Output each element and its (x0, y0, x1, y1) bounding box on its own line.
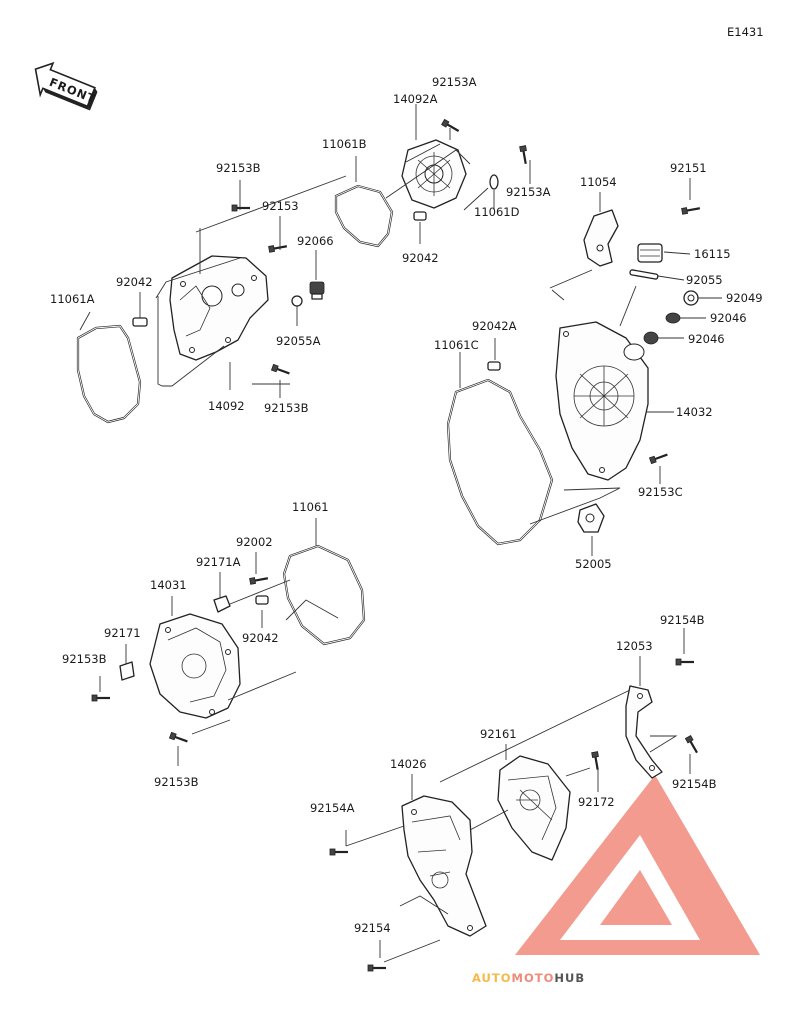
bolt-92153B-mid (270, 363, 292, 378)
label-92055A: 92055A (276, 334, 321, 348)
label-92055: 92055 (686, 273, 723, 287)
leader-lines-bottom-right (345, 628, 691, 963)
label-92002: 92002 (236, 535, 273, 549)
label-11061C: 11061C (434, 338, 479, 352)
label-92046-b: 92046 (688, 332, 725, 346)
bolt-92151 (680, 204, 702, 216)
leader-lines-top-right (459, 178, 722, 556)
bolt-92153A-right (518, 144, 530, 166)
label-11061B: 11061B (322, 137, 367, 151)
watermark-text-hub: HUB (554, 971, 585, 985)
label-92171: 92171 (104, 626, 141, 640)
label-92153B-bottom: 92153B (154, 775, 199, 789)
label-92154A: 92154A (310, 801, 355, 815)
oring-92055 (629, 269, 659, 280)
label-11061: 11061 (292, 500, 329, 514)
label-14092A: 14092A (393, 92, 438, 106)
label-14026: 14026 (390, 757, 427, 771)
label-92171A: 92171A (196, 555, 241, 569)
bracket-11054 (583, 209, 619, 267)
label-11061D: 11061D (474, 205, 520, 219)
bearing-92046-lower (643, 331, 659, 345)
label-92153A-right: 92153A (506, 185, 551, 199)
cover-92161 (497, 755, 571, 861)
gasket-11061C (446, 378, 554, 546)
plug-92066 (309, 281, 325, 300)
bolt-92154B-top (674, 657, 696, 667)
gasket-11061A (76, 324, 142, 424)
watermark-text-auto: AUTO (472, 971, 512, 985)
bolt-92154A (328, 847, 350, 857)
label-92042A: 92042A (472, 319, 517, 333)
label-52005: 52005 (575, 557, 612, 571)
watermark-text-moto: MOTO (512, 971, 555, 985)
oring-92055A (291, 295, 303, 307)
label-14031: 14031 (150, 578, 187, 592)
bolt-92153 (267, 242, 289, 254)
bolt-92153B-top (230, 203, 252, 213)
clamp-92171A (213, 595, 231, 613)
bolt-92002 (248, 574, 270, 586)
dowel-pin-92042-left (132, 317, 148, 327)
label-92046-a: 92046 (710, 311, 747, 325)
dowel-pin-92042A (487, 361, 501, 371)
bolt-92172 (590, 750, 602, 772)
dowel-pin-92042-mid (255, 595, 269, 605)
label-92153A-top: 92153A (432, 75, 477, 89)
gasket-11061B (334, 184, 394, 248)
plug-52005 (577, 503, 605, 533)
leader-lines-middle-left (99, 518, 339, 766)
label-92172: 92172 (578, 795, 615, 809)
label-92049: 92049 (726, 291, 763, 305)
label-92042-top: 92042 (402, 251, 439, 265)
bearing-92046-upper (665, 312, 681, 324)
label-92151: 92151 (670, 161, 707, 175)
label-92153C: 92153C (638, 485, 683, 499)
dowel-pin-92042-top (413, 211, 427, 221)
label-92153B-mid: 92153B (264, 401, 309, 415)
part-labels: 92153A 14092A 11061B 92153B 92153 92153A… (50, 75, 763, 935)
clamp-92171 (119, 661, 135, 681)
label-92154B-top: 92154B (660, 613, 705, 627)
label-16115: 16115 (694, 247, 731, 261)
label-92153B-low: 92153B (62, 652, 107, 666)
label-92153-left: 92153 (262, 199, 299, 213)
bolt-92154B-low (684, 734, 701, 756)
label-92154B-low: 92154B (672, 777, 717, 791)
label-92161: 92161 (480, 727, 517, 741)
label-92154: 92154 (354, 921, 391, 935)
bracket-12053 (625, 685, 663, 779)
cover-14092 (169, 255, 269, 361)
label-92042-left: 92042 (116, 275, 153, 289)
cover-14031 (149, 613, 241, 719)
watermark-triangle-inner (600, 870, 672, 925)
watermark-logo: AUTOMOTOHUB (472, 775, 760, 985)
cap-16115 (637, 243, 663, 263)
cover-14032 (555, 321, 649, 481)
label-14032: 14032 (676, 405, 713, 419)
gasket-11061 (282, 544, 366, 646)
bolt-92153B-low (90, 693, 112, 703)
leader-lines-top-left (79, 104, 531, 398)
guard-14026 (401, 795, 487, 937)
label-12053: 12053 (616, 639, 653, 653)
watermark-text: AUTOMOTOHUB (472, 971, 585, 985)
label-11054: 11054 (580, 175, 617, 189)
bolt-92153B-bottom (168, 731, 190, 746)
label-92066: 92066 (297, 234, 334, 248)
diagram-code: E1431 (727, 25, 764, 39)
label-14092: 14092 (208, 399, 245, 413)
bolt-92153C (648, 450, 670, 465)
label-11061A: 11061A (50, 292, 95, 306)
bolt-92154 (366, 963, 388, 973)
bolt-92153A-top (440, 118, 462, 135)
oring-11061D (489, 174, 499, 190)
front-arrow-icon: FRONT (34, 61, 98, 111)
label-92153B-top: 92153B (216, 161, 261, 175)
label-92042-mid: 92042 (242, 631, 279, 645)
cover-14092A (401, 139, 467, 209)
